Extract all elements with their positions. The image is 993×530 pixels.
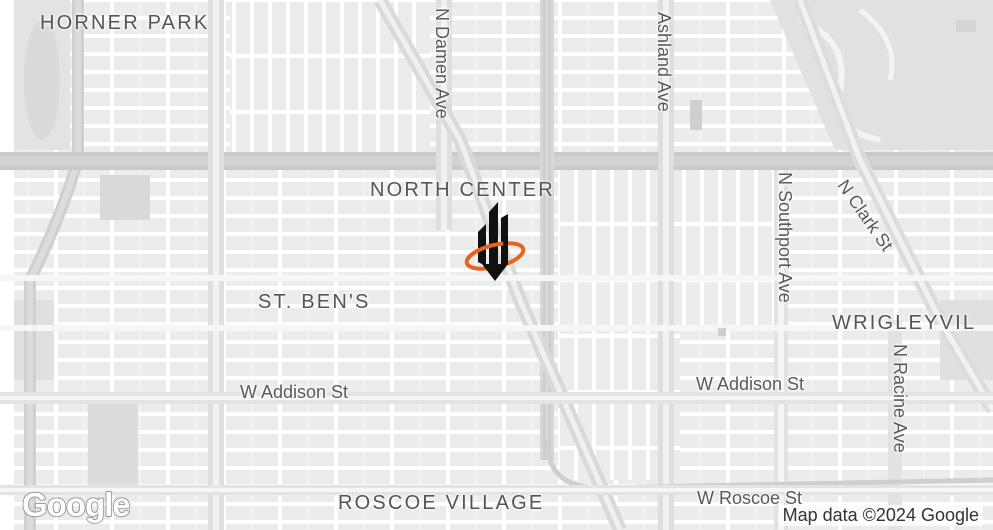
street-label-addison-east: W Addison St bbox=[696, 374, 805, 394]
street-label-racine: N Racine Ave bbox=[890, 344, 910, 453]
marker-graphic bbox=[464, 202, 526, 281]
area-label-wrigleyville: WRIGLEYVIL bbox=[832, 312, 977, 334]
area-label-roscoe-village: ROSCOE VILLAGE bbox=[338, 492, 545, 514]
street-label-ashland: Ashland Ave bbox=[654, 12, 674, 112]
street-label-southport: N Southport Ave bbox=[775, 172, 795, 303]
map-attribution[interactable]: Map data ©2024 Google bbox=[778, 505, 983, 526]
area-label-st-bens: ST. BEN'S bbox=[258, 291, 371, 313]
area-label-horner-park: HORNER PARK bbox=[40, 12, 210, 34]
building-location-pin-icon[interactable] bbox=[462, 198, 528, 284]
street-label-roscoe: W Roscoe St bbox=[697, 488, 803, 508]
street-label-damen: N Damen Ave bbox=[432, 8, 452, 119]
street-label-addison-west: W Addison St bbox=[240, 382, 349, 402]
area-label-north-center: NORTH CENTER bbox=[370, 179, 555, 201]
google-logo[interactable]: Google bbox=[21, 485, 131, 523]
